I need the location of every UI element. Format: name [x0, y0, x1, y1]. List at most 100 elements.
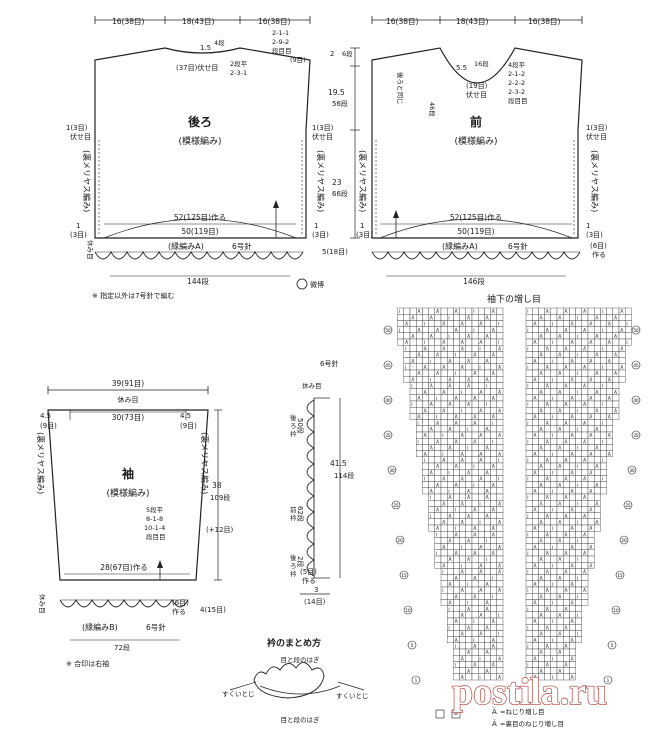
svg-text:Ä: Ä	[486, 426, 490, 433]
back-note: ※ 指定以外は7号針で編む	[92, 291, 175, 300]
svg-text:Ä: Ä	[455, 618, 459, 625]
svg-text:Ä: Ä	[564, 643, 568, 650]
back-shoulder-rule-2: 2-9-2	[272, 38, 289, 46]
collar-make: (5目)	[300, 568, 317, 576]
svg-text:Ä: Ä	[571, 581, 575, 588]
chart-row-marker-right	[631, 325, 641, 335]
svg-text:Ä: Ä	[533, 469, 537, 476]
svg-text:l: l	[602, 458, 603, 464]
svg-text:l: l	[602, 439, 603, 445]
center-dimensions: 2 6段 19.5 56段 23 66段 5(18目)	[322, 47, 360, 256]
back-outline	[94, 47, 311, 239]
back-edge-right-2: (3目)	[312, 231, 329, 239]
svg-text:Ä: Ä	[533, 395, 537, 402]
svg-text:l: l	[436, 551, 437, 557]
chart-row-marker-right	[619, 535, 629, 545]
front-side-bind-2: 伏せ目	[586, 132, 607, 141]
svg-text:Ä: Ä	[492, 414, 496, 421]
svg-text:Ä: Ä	[583, 476, 587, 483]
svg-text:Ä: Ä	[620, 308, 624, 315]
svg-text:Ä: Ä	[558, 445, 562, 452]
svg-text:Ä: Ä	[589, 525, 593, 532]
svg-text:l: l	[577, 539, 578, 545]
svg-text:Ä: Ä	[479, 569, 483, 576]
svg-text:Ä: Ä	[595, 333, 599, 340]
svg-text:Ä: Ä	[442, 321, 446, 328]
svg-text:Ä: Ä	[589, 414, 593, 421]
front-neck-bind-2: 伏せ目	[466, 90, 487, 99]
svg-text:l: l	[479, 346, 480, 352]
chart-row-label-left: 20	[397, 538, 403, 543]
svg-text:l: l	[552, 508, 553, 514]
front-back-same: 後ろと同じ	[396, 72, 405, 105]
svg-text:Ä: Ä	[533, 358, 537, 365]
sleeve-title: 袖	[122, 466, 134, 481]
svg-text:l: l	[602, 365, 603, 371]
svg-text:Ä: Ä	[608, 395, 612, 402]
svg-text:Ä: Ä	[417, 308, 421, 315]
svg-text:l: l	[577, 501, 578, 507]
chart-row-marker-left	[411, 675, 421, 685]
svg-text:Ä: Ä	[442, 519, 446, 526]
svg-text:Ä: Ä	[473, 438, 477, 445]
sleeve-make: (6目)	[172, 599, 189, 607]
svg-text:Ä: Ä	[571, 451, 575, 458]
svg-text:l: l	[448, 334, 449, 340]
front-scallop-edge	[371, 251, 581, 260]
svg-text:l: l	[424, 340, 425, 346]
svg-text:Ä: Ä	[467, 606, 471, 613]
back-top-dim-left: 16(38目)	[112, 17, 145, 26]
svg-text:Ä: Ä	[614, 352, 618, 359]
back-piece: 16(38目) 18(43目) 16(38目) (37目)伏せ目 1.5 4段 …	[66, 16, 334, 300]
svg-text:Ä: Ä	[546, 550, 550, 557]
svg-text:Ä: Ä	[571, 655, 575, 662]
svg-text:l: l	[455, 371, 456, 377]
svg-text:Ä: Ä	[546, 457, 550, 464]
chart-row-label-left: 30	[389, 468, 395, 473]
svg-text:Ä: Ä	[473, 643, 477, 650]
svg-text:Ä: Ä	[473, 525, 477, 532]
svg-text:Ä: Ä	[479, 321, 483, 328]
svg-text:l: l	[492, 439, 493, 445]
svg-text:Ä: Ä	[461, 569, 465, 576]
svg-text:l: l	[411, 384, 412, 390]
svg-text:Ä: Ä	[498, 500, 502, 507]
svg-text:l: l	[577, 427, 578, 433]
svg-text:Ä: Ä	[546, 569, 550, 576]
chart-row-marker-right	[607, 640, 617, 650]
svg-text:l: l	[424, 322, 425, 328]
svg-text:l: l	[527, 384, 528, 390]
svg-text:l: l	[498, 340, 499, 346]
chart-row-label-right: 20	[621, 538, 627, 543]
collar-piece: 6号針 休み目 後 ろ 衿 50段 前 衿 62段 後 ろ 衿 2段 41.5 …	[290, 359, 354, 606]
svg-text:Ä: Ä	[540, 649, 544, 656]
svg-text:Ä: Ä	[564, 550, 568, 557]
svg-text:Ä: Ä	[479, 544, 483, 551]
svg-text:l: l	[577, 613, 578, 619]
sleeve-piece: 39(91目) 休み目 30(73目) 4.5 (9目) 4.5 (9目) (裏…	[36, 379, 234, 668]
svg-text:Ä: Ä	[564, 476, 568, 483]
svg-text:Ä: Ä	[479, 587, 483, 594]
sleeve-inc-rule-4: 段目目	[146, 532, 166, 541]
svg-text:Ä: Ä	[486, 469, 490, 476]
svg-text:Ä: Ä	[492, 463, 496, 470]
chart-title: 袖下の増し目	[487, 293, 541, 305]
svg-text:Ä: Ä	[595, 500, 599, 507]
chart-row-marker-left	[395, 535, 405, 545]
svg-text:Ä: Ä	[540, 426, 544, 433]
svg-text:Ä: Ä	[498, 655, 502, 662]
back-neck-rule: 2段平	[230, 59, 248, 68]
svg-text:l: l	[527, 477, 528, 483]
svg-text:Ä: Ä	[461, 457, 465, 464]
back-edge-left: 1	[76, 222, 80, 230]
svg-text:l: l	[479, 520, 480, 526]
front-neck-rule-4: 2-3-2	[508, 88, 525, 96]
svg-text:Ä: Ä	[448, 426, 452, 433]
svg-text:Ä: Ä	[533, 618, 537, 625]
svg-text:Ä: Ä	[479, 457, 483, 464]
svg-text:l: l	[411, 402, 412, 408]
svg-text:l: l	[602, 402, 603, 408]
front-neck-rule-2: 2-1-2	[508, 70, 525, 78]
sleeve-border: (縁編みB)	[82, 622, 118, 632]
